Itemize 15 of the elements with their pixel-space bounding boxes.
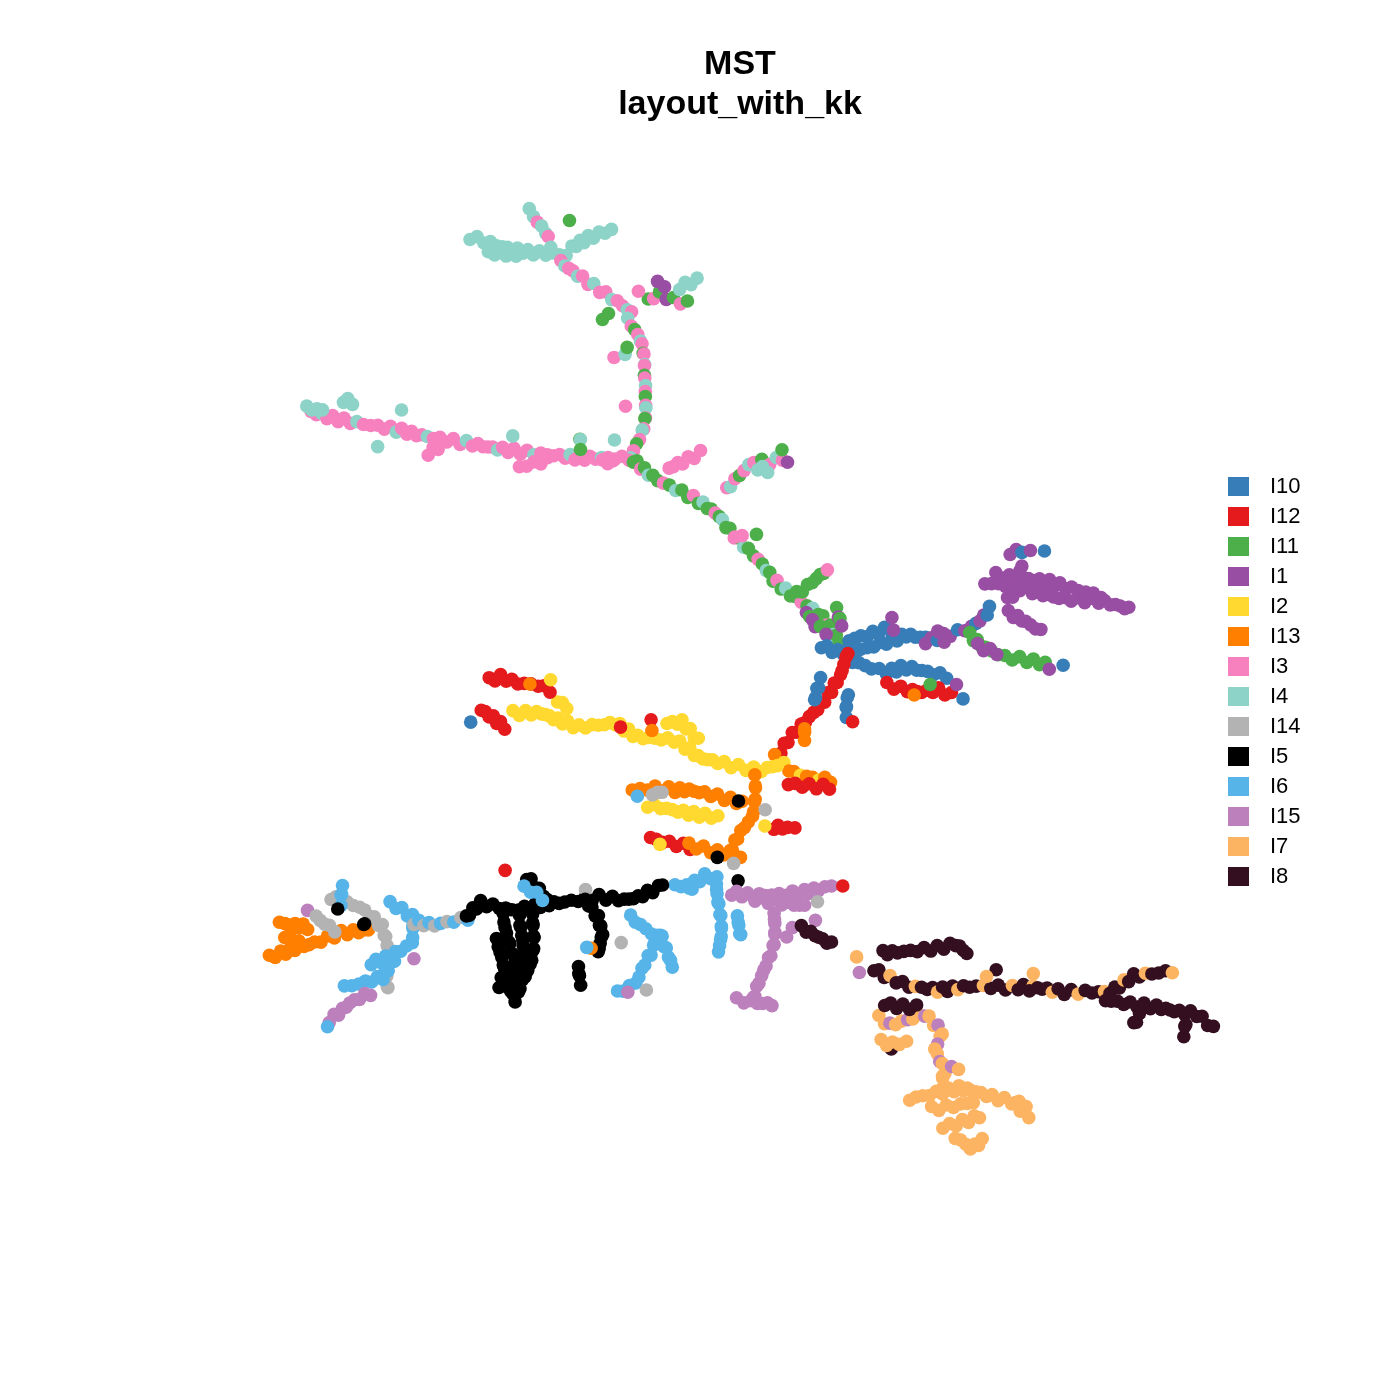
legend-label: I2 bbox=[1270, 593, 1289, 619]
legend-label: I1 bbox=[1270, 563, 1289, 589]
legend-label: I7 bbox=[1270, 833, 1289, 859]
chart-title: MST layout_with_kk bbox=[617, 42, 863, 122]
legend-label: I6 bbox=[1270, 773, 1289, 799]
legend-label: I11 bbox=[1270, 533, 1299, 559]
legend-label: I15 bbox=[1270, 803, 1301, 829]
legend-label: I5 bbox=[1270, 743, 1289, 769]
legend-label: I14 bbox=[1270, 713, 1301, 739]
legend-label: I13 bbox=[1270, 623, 1301, 649]
legend-label: I12 bbox=[1270, 503, 1301, 529]
legend-label: I3 bbox=[1270, 653, 1289, 679]
legend-label: I8 bbox=[1270, 863, 1289, 889]
legend-label: I10 bbox=[1270, 473, 1301, 499]
legend-label: I4 bbox=[1270, 683, 1289, 709]
